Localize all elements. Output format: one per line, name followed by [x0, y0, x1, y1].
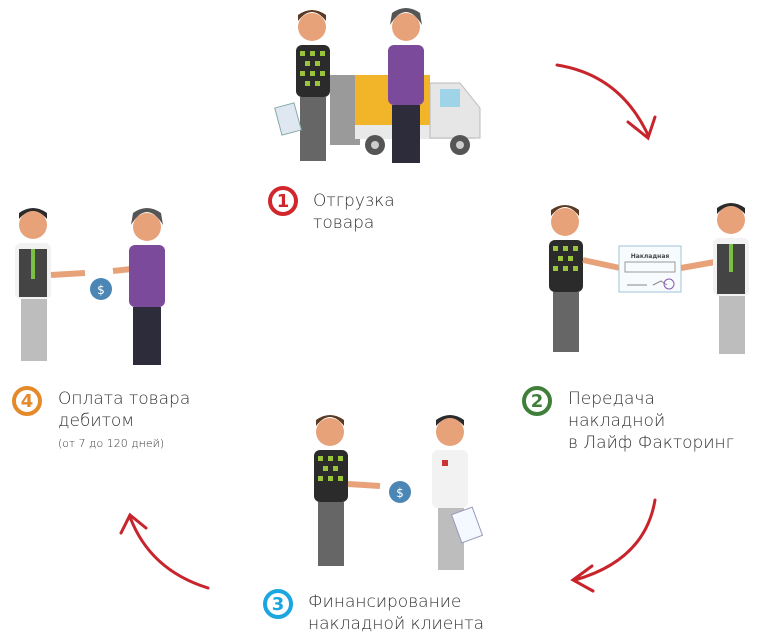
- person-factor-manager: [680, 203, 749, 354]
- step-1-label: Отгрузка товара: [313, 190, 395, 234]
- arrow-step1-to-step2-head: [626, 115, 657, 141]
- step-1-line1: Отгрузка: [313, 191, 395, 211]
- step-2-badge: 2: [522, 386, 552, 416]
- arrow-step2-to-step3-head: [570, 564, 595, 593]
- person-seller: [549, 205, 621, 352]
- scene-financing-illustration: $: [314, 415, 484, 570]
- step-4-label: Оплата товара дебитом (от 7 до 120 дней): [58, 388, 190, 452]
- person-factor-manager: [432, 415, 484, 570]
- money-bag-icon: $: [90, 278, 112, 300]
- step-3-badge: 3: [263, 589, 293, 619]
- step-1-line2: товара: [313, 213, 375, 233]
- arrow-step3-to-step4-head: [119, 512, 148, 535]
- arrow-step1-to-step2: [555, 63, 650, 137]
- step-2-label: Передача накладной в Лайф Факторинг: [568, 388, 734, 454]
- step-3-label: Финансирование накладной клиента: [308, 591, 484, 635]
- step-1-badge: 1: [268, 186, 298, 216]
- step-2-line2: накладной: [568, 411, 666, 431]
- svg-text:$: $: [396, 486, 404, 500]
- invoice-title: Накладная: [631, 253, 670, 260]
- step-4-badge: 4: [12, 386, 42, 416]
- step-4-note: (от 7 до 120 дней): [58, 437, 165, 450]
- scene-invoice-transfer-illustration: Накладная: [549, 203, 749, 354]
- person-factor-manager: [15, 208, 86, 361]
- step-4-line2: дебитом: [58, 411, 135, 431]
- person-debtor: [112, 208, 165, 365]
- person-seller: [314, 415, 381, 566]
- step-3-line1: Финансирование: [308, 592, 462, 612]
- invoice-document-icon: Накладная: [618, 245, 682, 293]
- step-4-line1: Оплата товара: [58, 389, 191, 409]
- person-seller: [274, 10, 330, 161]
- step-2-line3: в Лайф Факторинг: [568, 433, 735, 453]
- step-2-line1: Передача: [568, 389, 655, 409]
- scene-shipment-illustration: [274, 8, 481, 163]
- arrow-step2-to-step3: [573, 498, 657, 582]
- step-3-line2: накладной клиента: [308, 614, 485, 634]
- money-bag-icon: $: [389, 481, 411, 503]
- svg-text:$: $: [97, 283, 105, 297]
- person-buyer: [388, 8, 424, 163]
- scene-payment-illustration: $: [15, 208, 165, 365]
- arrow-step3-to-step4: [128, 515, 210, 590]
